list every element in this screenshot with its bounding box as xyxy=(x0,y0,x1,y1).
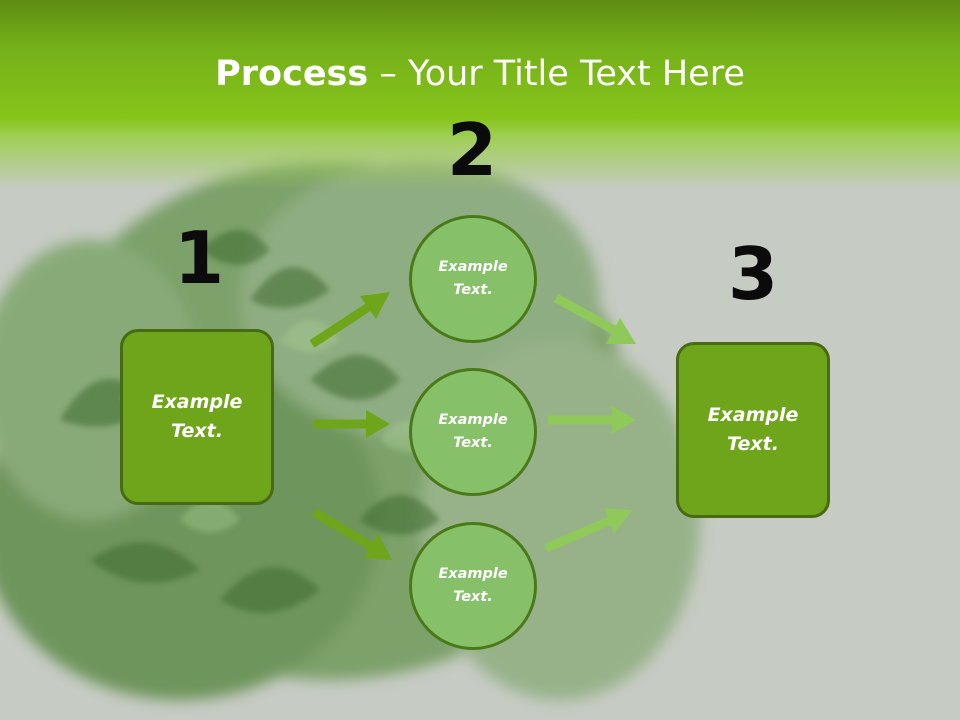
step-number-2[interactable]: 2 xyxy=(446,108,498,192)
step-2-circle-top[interactable]: Example Text. xyxy=(409,215,537,343)
circle-top-line1: Example xyxy=(438,259,508,275)
step-3-text-line1: Example xyxy=(707,404,799,426)
circle-bottom-line2: Text. xyxy=(453,589,493,605)
arrow-1-to-bottom xyxy=(311,508,392,560)
step-2-circle-bottom[interactable]: Example Text. xyxy=(409,522,537,650)
title-rest-part: – Your Title Text Here xyxy=(368,54,745,94)
circle-top-line2: Text. xyxy=(453,282,493,298)
step-number-1[interactable]: 1 xyxy=(173,216,225,300)
title-bold-part: Process xyxy=(215,54,369,94)
arrow-bottom-to-3 xyxy=(544,508,632,553)
step-2-circle-middle[interactable]: Example Text. xyxy=(409,368,537,496)
slide-title[interactable]: Process – Your Title Text Here xyxy=(0,52,960,96)
circle-middle-line2: Text. xyxy=(453,435,493,451)
step-1-text-line1: Example xyxy=(151,391,243,413)
title-banner xyxy=(0,0,960,190)
step-1-text-line2: Text. xyxy=(171,420,223,442)
arrow-top-to-3 xyxy=(553,294,636,344)
arrow-1-to-top xyxy=(309,292,390,348)
step-3-text-line2: Text. xyxy=(727,433,779,455)
circle-middle-line1: Example xyxy=(438,412,508,428)
arrow-middle-to-3 xyxy=(548,406,636,434)
arrow-1-to-middle xyxy=(314,410,390,438)
step-1-box[interactable]: Example Text. xyxy=(120,329,274,505)
circle-bottom-line1: Example xyxy=(438,566,508,582)
step-3-box[interactable]: Example Text. xyxy=(676,342,830,518)
step-number-3[interactable]: 3 xyxy=(727,232,779,316)
